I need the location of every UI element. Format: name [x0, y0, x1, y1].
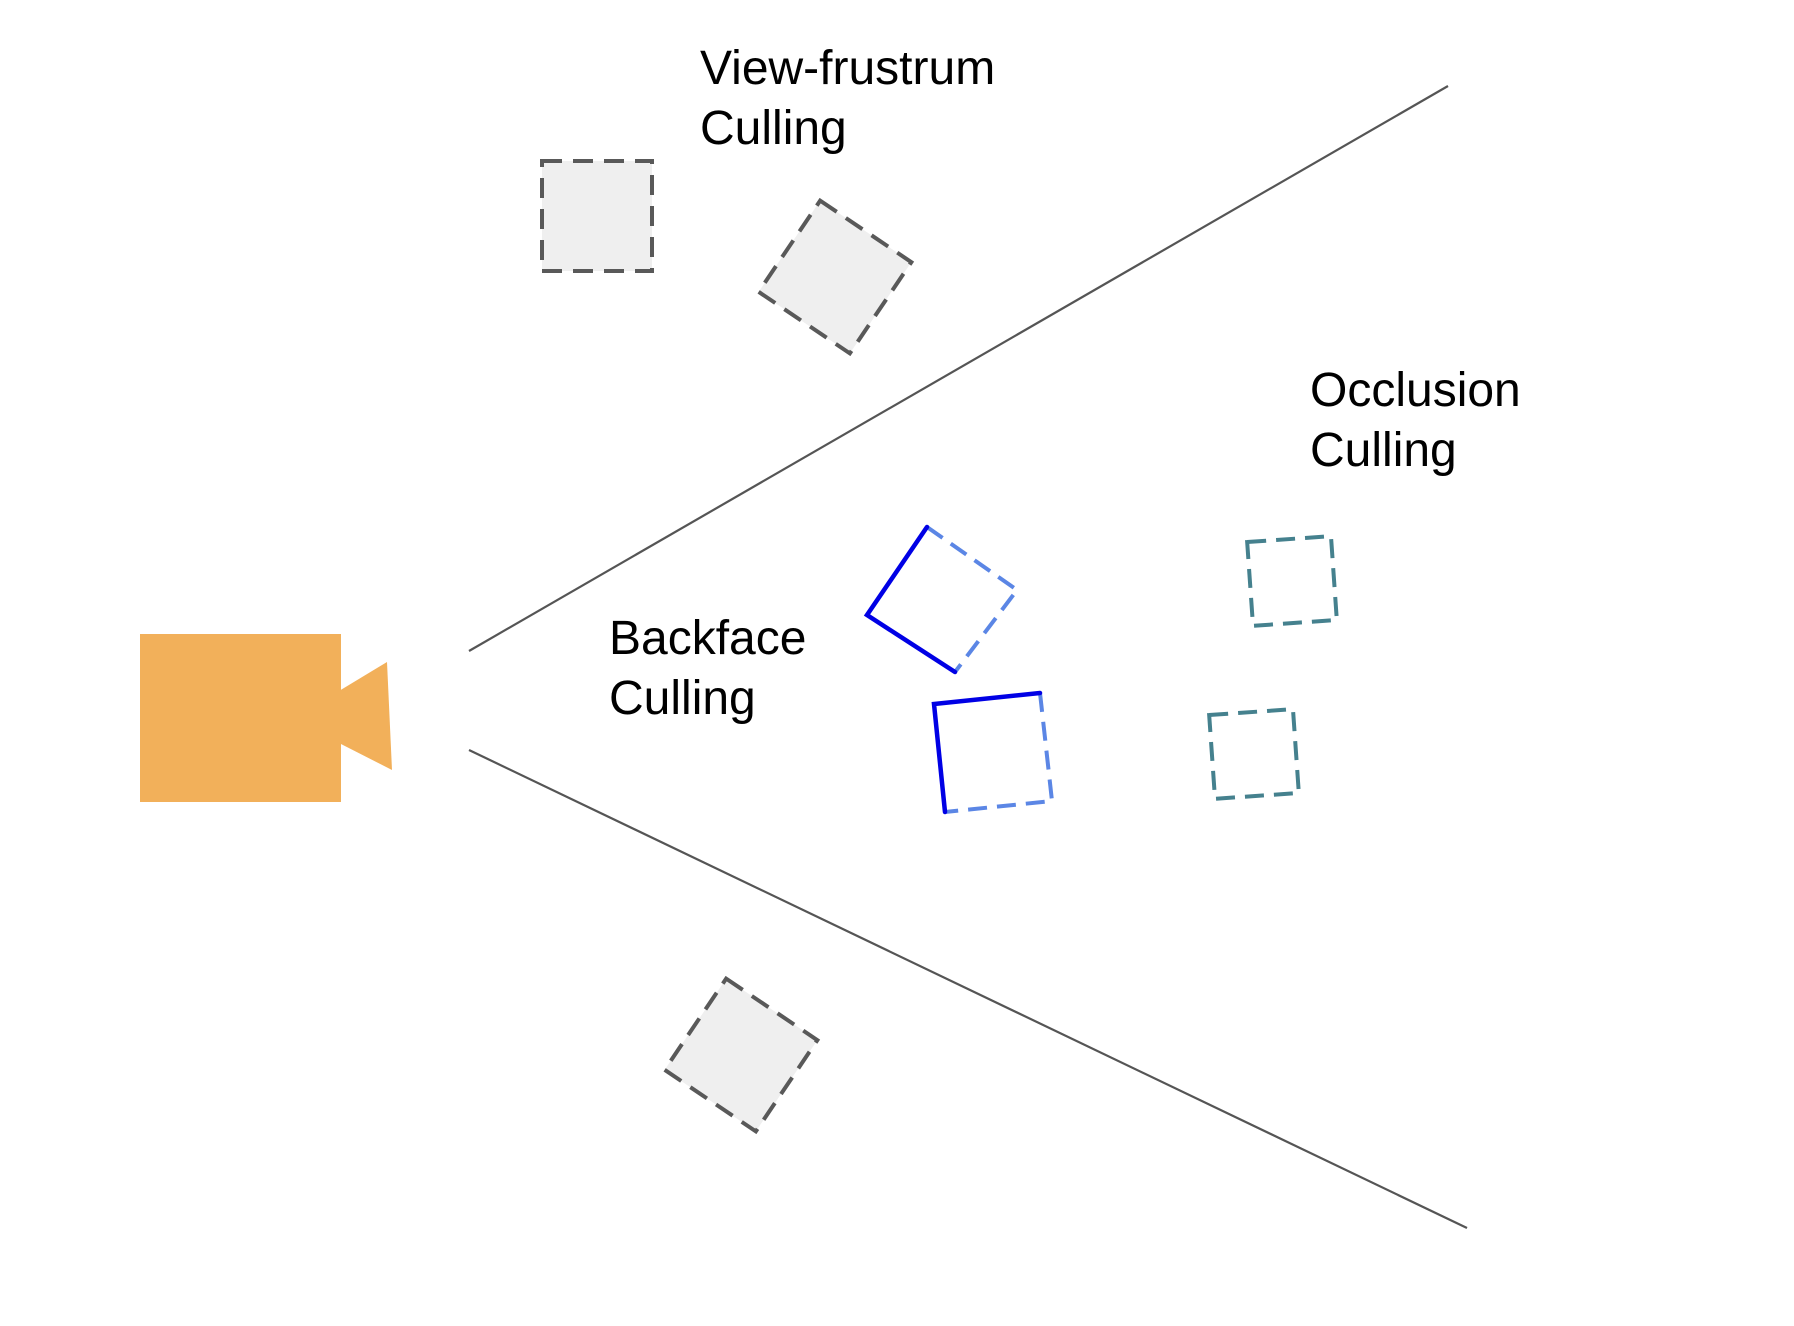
occluded-box-lower	[1207, 707, 1301, 801]
backface-box-upper-front-faces	[925, 525, 1020, 674]
occlusion-label-line-1: Occlusion	[1310, 364, 1521, 417]
backface-box-upper	[863, 524, 1020, 675]
backface-label-line-2: Culling	[609, 672, 756, 725]
video-camera-icon	[140, 634, 392, 802]
backface-label-line-1: Backface	[609, 612, 806, 665]
view-frustum-label-line-1: View-frustrum	[700, 42, 995, 95]
occlusion-label: Occlusion Culling	[1310, 364, 1534, 477]
backface-box-upper-back-faces	[863, 524, 958, 675]
camera-body	[140, 634, 341, 802]
backface-label: Backface Culling	[609, 612, 820, 725]
occluded-box-upper	[1245, 534, 1339, 628]
view-frustum-label-line-2: Culling	[700, 102, 847, 155]
view-frustum-label: View-frustrum Culling	[700, 42, 1009, 155]
frustum-upper-edge	[468, 85, 1449, 652]
frustum-lower-edge	[468, 749, 1468, 1229]
occlusion-label-line-2: Culling	[1310, 424, 1457, 477]
culled-box-top-left	[540, 159, 654, 273]
backface-box-lower	[931, 690, 1055, 815]
backface-box-lower-back-faces	[931, 690, 1043, 815]
culled-box-bottom-rotated	[661, 975, 821, 1135]
backface-box-lower-front-faces	[944, 692, 1055, 814]
culled-box-top-rotated	[755, 197, 915, 357]
camera-lens	[339, 662, 392, 770]
